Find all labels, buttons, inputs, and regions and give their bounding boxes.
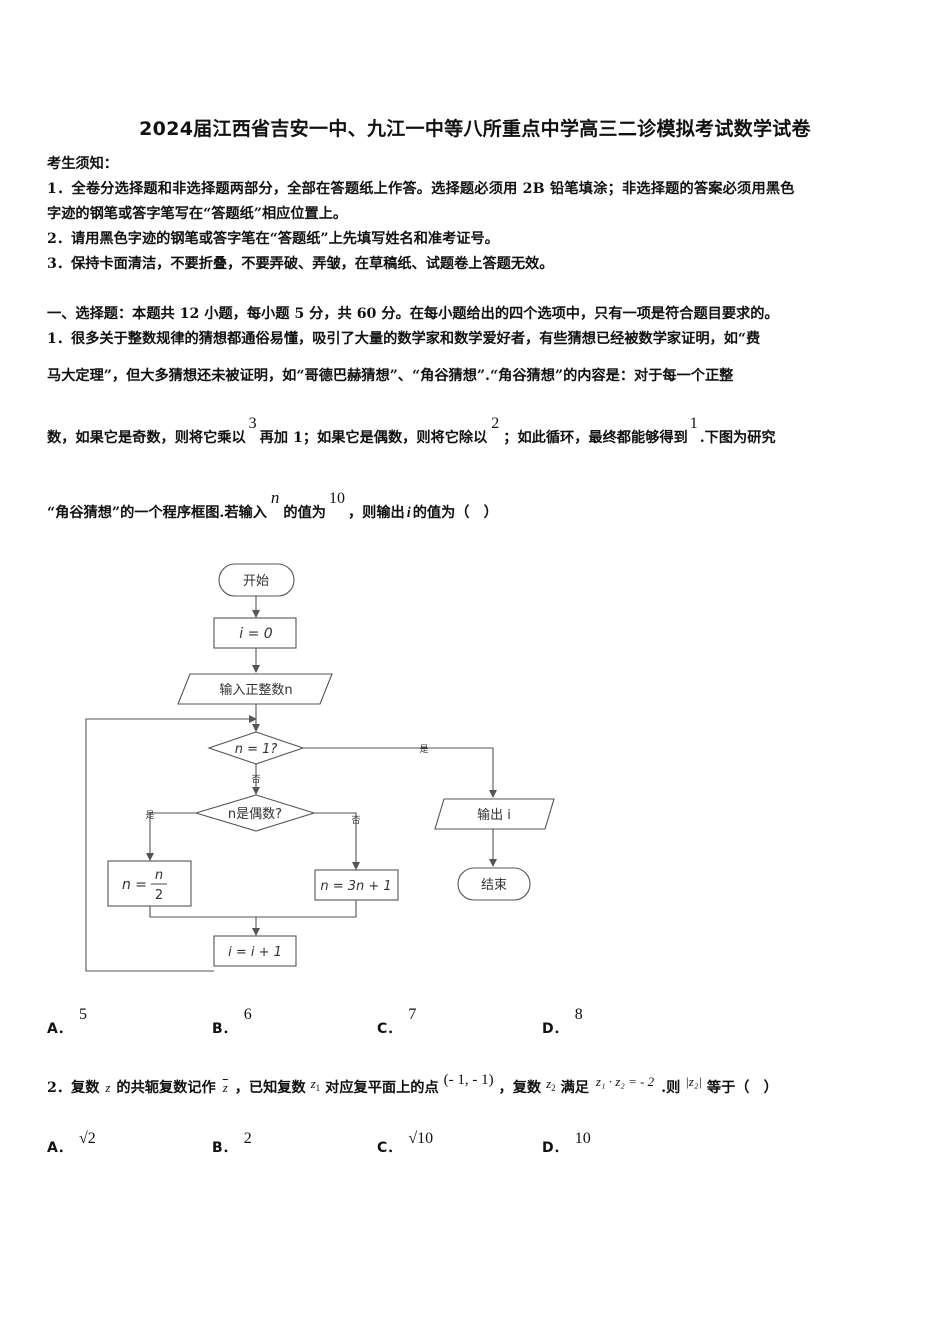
q1-option-d: D． 8 [542, 1006, 583, 1037]
init-box [213, 617, 297, 649]
q2-stem: 2．复数 z 的共轭复数记作 z ，已知复数 z1 对应复平面上的点 (- 1,… [47, 1072, 778, 1096]
output-parallelogram [434, 798, 555, 830]
q1-option-c: C． 7 [377, 1006, 417, 1037]
cond2-no-label: 否 [351, 815, 360, 826]
cond1-yes-label: 是 [419, 744, 428, 755]
section-heading: 一、选择题：本题共 12 小题，每小题 5 分，共 60 分。在每小题给出的四个… [47, 306, 779, 322]
q1-line-1: 1．很多关于整数规律的猜想都通俗易懂，吸引了大量的数学家和数学爱好者，有些猜想已… [47, 331, 761, 347]
point-coordinates: (- 1, - 1) [443, 1072, 494, 1088]
cond2-label: n是偶数? [228, 807, 282, 822]
even-op-lhs: n = [122, 877, 147, 893]
q1-line-3: 数，如果它是奇数，则将它乘以3再加 1；如果它是偶数，则将它除以2；如此循环，最… [47, 415, 776, 446]
abs-z2: |z₂| [685, 1074, 702, 1089]
sup-10: 10 [328, 490, 345, 507]
notice-item-3: 3．保持卡面清洁，不要折叠，不要弄破、弄皱，在草稿纸、试题卷上答题无效。 [47, 256, 554, 272]
q2-option-c: C． √10 [377, 1130, 434, 1156]
notice-item-2: 2．请用黑色字迹的钢笔或答字笔在“答题纸”上先填写姓名和准考证号。 [47, 231, 499, 247]
even-op-box [107, 860, 192, 907]
cond1-no-label: 否 [251, 774, 260, 785]
output-label: 输出 i [477, 807, 511, 823]
incr-box [213, 935, 297, 967]
q2-option-a: A． √2 [47, 1130, 96, 1156]
cond2-yes-label: 是 [145, 810, 154, 821]
init-label: i = 0 [239, 626, 273, 642]
sup-3: 3 [248, 415, 257, 432]
q2-option-b: B． 2 [212, 1130, 252, 1156]
sup-2: 2 [491, 415, 500, 432]
page-title: 2024届江西省吉安一中、九江一中等八所重点中学高三二诊模拟考试数学试卷 [139, 118, 811, 140]
start-label: 开始 [243, 574, 269, 589]
notice-heading: 考生须知： [47, 156, 118, 172]
sup-1: 1 [689, 415, 698, 432]
odd-op-label: n = 3n + 1 [320, 879, 391, 894]
q1-option-b: B． 6 [212, 1006, 252, 1037]
notice-item-1-line-1: 1．全卷分选择题和非选择题两部分，全部在答题纸上作答。选择题必须用 2B 铅笔填… [47, 181, 795, 197]
even-op-den: 2 [155, 888, 163, 903]
sup-n: n [270, 488, 280, 507]
even-op-num: n [155, 868, 163, 883]
end-terminal [457, 867, 531, 901]
input-parallelogram [177, 673, 333, 705]
q1-option-a: A． 5 [47, 1006, 87, 1037]
q1-line-2: 马大定理”，但大多猜想还未被证明，如“哥德巴赫猜想”、“角谷猜想”.“角谷猜想”… [47, 368, 734, 384]
condition-expr: z₁ · z₂ = - 2 [595, 1074, 655, 1089]
cond2-diamond [194, 794, 316, 832]
q2-option-d: D． 10 [542, 1130, 591, 1156]
incr-label: i = i + 1 [228, 945, 282, 960]
end-label: 结束 [481, 878, 507, 893]
notice-item-1-line-2: 字迹的钢笔或答字笔写在“答题纸”相应位置上。 [47, 206, 348, 222]
input-label: 输入正整数n [219, 682, 292, 698]
cond1-label: n = 1? [235, 742, 278, 757]
